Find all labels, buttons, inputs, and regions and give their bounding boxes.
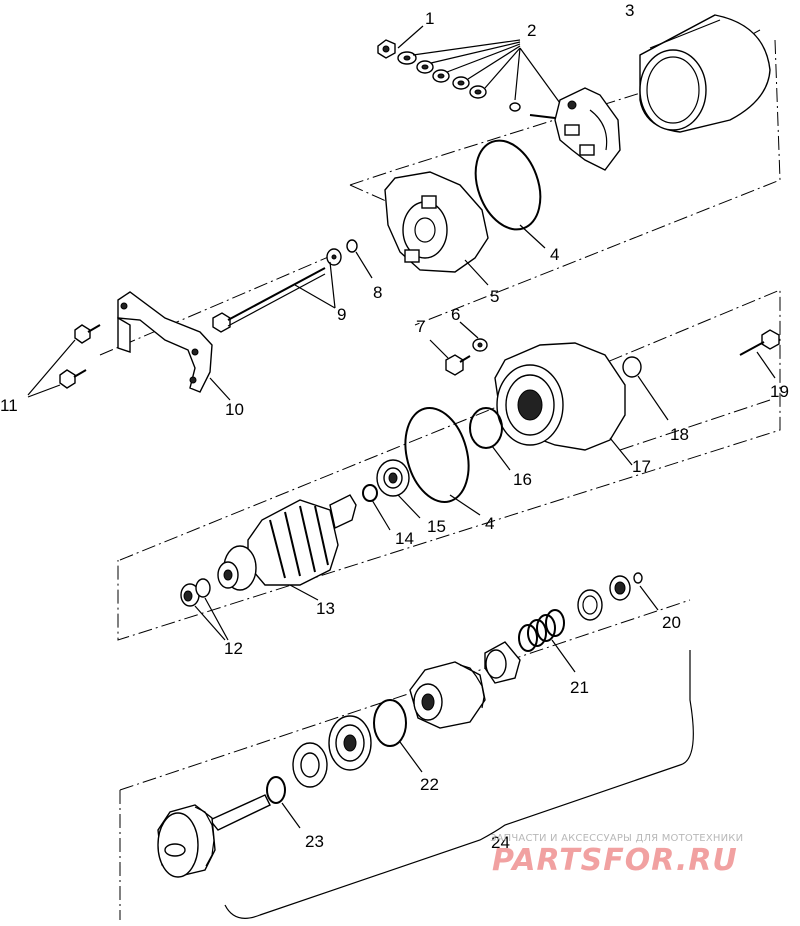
armature xyxy=(217,494,357,601)
brush-holder-assembly xyxy=(509,87,621,171)
callout-1: 1 xyxy=(425,9,435,28)
callout-15: 15 xyxy=(427,517,446,536)
callout-3: 3 xyxy=(625,1,635,20)
guide-lines xyxy=(99,29,781,920)
callout-7: 7 xyxy=(416,317,426,336)
callout-24: 24 xyxy=(491,833,510,852)
snap-ring-23 xyxy=(266,776,286,804)
callout-14: 14 xyxy=(395,529,414,548)
leader-4-upper xyxy=(519,224,546,249)
bearing-15 xyxy=(376,459,421,519)
callout-19: 19 xyxy=(770,382,789,401)
front-housing xyxy=(494,342,633,466)
callout-20: 20 xyxy=(662,613,681,632)
gear-plate xyxy=(328,715,372,771)
callout-10: 10 xyxy=(225,400,244,419)
callout-8: 8 xyxy=(373,283,383,302)
bracket-bolts xyxy=(27,324,101,398)
callout-4-middle: 4 xyxy=(485,514,495,533)
watermark-logo: PARTSFOR.RU xyxy=(492,843,738,878)
yoke-housing xyxy=(639,14,771,133)
callout-11: 11 xyxy=(0,396,18,415)
brush-spring-12 xyxy=(180,578,229,641)
housing-bolt xyxy=(739,329,780,379)
spring-collar-21 xyxy=(484,609,576,684)
callout-13: 13 xyxy=(316,599,335,618)
pinion-gear-shaft xyxy=(157,794,271,878)
callout-16: 16 xyxy=(513,470,532,489)
callout-12: 12 xyxy=(224,639,243,658)
group-brace-24 xyxy=(224,650,694,919)
watermark-caption: ЗАПЧАСТИ И АКСЕССУАРЫ ДЛЯ МОТОТЕХНИКИ xyxy=(490,833,744,844)
callout-9: 9 xyxy=(337,305,347,324)
o-ring-middle xyxy=(404,406,470,504)
callout-17: 17 xyxy=(632,457,651,476)
clutch-small-parts-20 xyxy=(577,572,659,621)
washer-18 xyxy=(622,356,642,378)
callout-18: 18 xyxy=(670,425,689,444)
callout-6: 6 xyxy=(451,305,461,324)
through-bolt xyxy=(212,248,342,333)
nut-washer-set xyxy=(377,25,566,111)
callout-5: 5 xyxy=(490,287,500,306)
callout-2: 2 xyxy=(527,21,537,40)
mounting-bracket xyxy=(117,291,231,401)
small-washer-8 xyxy=(346,239,358,253)
o-ring-16 xyxy=(469,407,503,449)
callout-4-upper: 4 xyxy=(550,245,560,264)
callout-23: 23 xyxy=(305,832,324,851)
snap-ring-14 xyxy=(362,484,378,502)
ring-22 xyxy=(373,699,407,747)
rear-end-cover xyxy=(384,171,489,286)
retainer-washer xyxy=(292,742,328,788)
callout-22: 22 xyxy=(420,775,439,794)
callout-21: 21 xyxy=(570,678,589,697)
terminal-bolt-washer xyxy=(429,321,488,376)
overrunning-clutch xyxy=(409,661,486,729)
